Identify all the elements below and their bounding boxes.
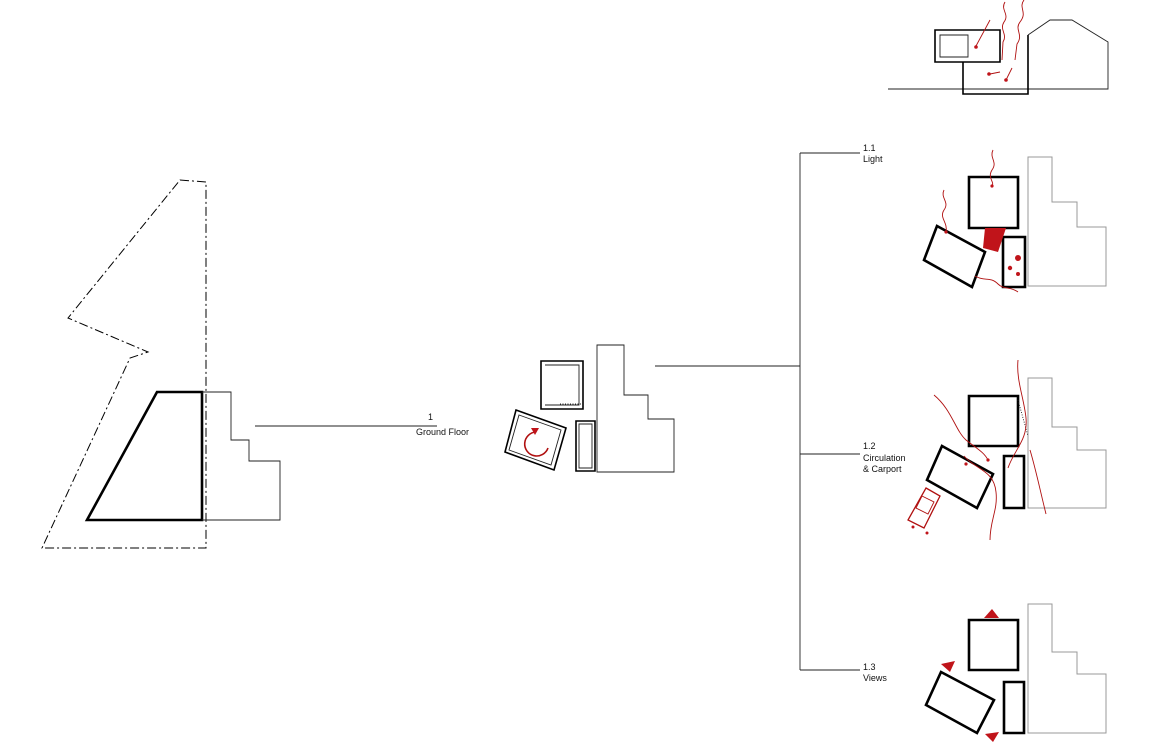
narrow-room-inner (578, 423, 593, 469)
upper-room (540, 360, 584, 410)
neighbour-outline (202, 391, 281, 521)
ground-floor-plan (504, 344, 675, 473)
narrow-room (575, 420, 596, 472)
label-circulation-number: 1.2 (863, 441, 876, 451)
view-arrow-south (985, 732, 999, 742)
circulation-arrowhead (531, 428, 539, 435)
label-ground-floor-title: Ground Floor (416, 427, 470, 437)
rotated-room-inner (508, 414, 562, 466)
label-ground-floor-number: 1 (428, 412, 434, 422)
diagram-circulation (907, 359, 1107, 541)
rotated-room (504, 408, 567, 472)
label-light-number: 1.1 (863, 143, 876, 153)
branch-tree (799, 152, 860, 671)
label-views-number: 1.3 (863, 662, 876, 672)
diagram-views (924, 603, 1107, 742)
site-boundary-dashed (41, 179, 207, 549)
car-icon (907, 487, 941, 535)
label-circulation-title: Circulation & Carport (863, 453, 906, 474)
section-sketch (888, 0, 1109, 95)
label-light-title: Light (863, 154, 883, 164)
upper-room-inner (545, 364, 580, 406)
building-footprint (84, 390, 204, 522)
diagram-light (922, 149, 1107, 293)
neighbour-volume (596, 344, 675, 473)
view-arrow-west (941, 661, 955, 672)
site-plan (41, 179, 281, 549)
light-red-wedge (983, 228, 1006, 252)
view-arrow-north (984, 609, 999, 618)
circulation-arrow (523, 431, 549, 457)
label-views-title: Views (863, 673, 887, 683)
